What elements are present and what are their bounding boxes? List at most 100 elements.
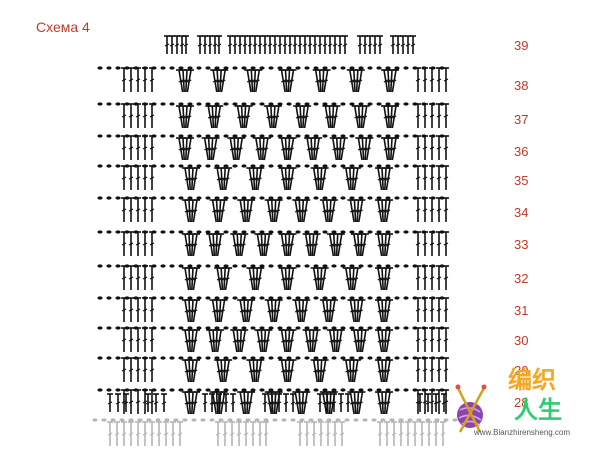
chain-stitch xyxy=(196,164,202,168)
chain-stitch xyxy=(376,326,382,330)
double-crochet-stitch xyxy=(322,35,328,54)
double-crochet-stitch xyxy=(318,421,324,446)
chain-stitch xyxy=(286,388,292,392)
double-crochet-stitch xyxy=(443,165,449,190)
double-crochet-stitch xyxy=(375,233,383,257)
double-crochet-stitch xyxy=(246,267,254,291)
double-crochet-stitch xyxy=(142,231,148,256)
double-crochet-stitch xyxy=(385,359,393,383)
double-crochet-stitch xyxy=(263,105,272,129)
double-crochet-stitch xyxy=(205,105,213,129)
chain-stitch xyxy=(268,356,274,360)
double-crochet-stitch xyxy=(135,165,141,190)
double-crochet-stitch xyxy=(358,299,366,323)
chain-stitch xyxy=(272,418,278,422)
double-crochet-stitch xyxy=(375,391,383,415)
double-crochet-stitch xyxy=(224,359,233,383)
double-crochet-stitch xyxy=(177,421,183,446)
chain-stitch xyxy=(349,296,355,300)
chain-stitch xyxy=(349,264,355,268)
double-crochet-stitch xyxy=(224,167,233,191)
chain-stitch xyxy=(340,326,346,330)
double-crochet-stitch xyxy=(311,421,317,446)
chain-stitch xyxy=(178,196,184,200)
chain-stitch xyxy=(385,164,391,168)
double-crochet-stitch xyxy=(176,105,184,129)
chain-stitch xyxy=(115,134,121,138)
chain-stitch xyxy=(178,388,184,392)
double-crochet-stitch xyxy=(182,199,190,223)
double-crochet-stitch xyxy=(292,35,298,54)
chain-stitch xyxy=(241,196,247,200)
yarn-ball-icon xyxy=(455,384,487,433)
chain-stitch xyxy=(106,388,112,392)
double-crochet-stitch xyxy=(274,105,282,129)
double-crochet-stitch xyxy=(142,103,148,128)
double-crochet-stitch xyxy=(377,421,383,446)
double-crochet-stitch xyxy=(330,199,338,223)
chain-stitch xyxy=(160,164,166,168)
chain-stitch xyxy=(376,230,382,234)
double-crochet-stitch xyxy=(415,67,421,92)
double-crochet-stitch xyxy=(121,135,127,160)
double-crochet-stitch xyxy=(135,327,141,352)
chain-stitch xyxy=(340,230,346,234)
double-crochet-stitch xyxy=(433,421,439,446)
double-crochet-stitch xyxy=(422,265,428,290)
chain-stitch xyxy=(169,326,175,330)
double-crochet-stitch xyxy=(254,233,262,257)
chain-stitch xyxy=(214,296,220,300)
chain-stitch xyxy=(250,264,256,268)
chain-stitch xyxy=(358,356,364,360)
double-crochet-stitch xyxy=(337,233,345,257)
chain-stitch xyxy=(214,326,220,330)
chain-stitch xyxy=(250,102,256,106)
chain-stitch xyxy=(119,418,125,422)
double-crochet-stitch xyxy=(289,233,297,257)
chain-stitch xyxy=(304,134,310,138)
row-number-31: 31 xyxy=(514,303,529,318)
double-crochet-stitch xyxy=(170,421,176,446)
double-crochet-stitch xyxy=(289,267,297,291)
double-crochet-stitch xyxy=(330,299,338,323)
double-crochet-stitch xyxy=(183,35,189,54)
double-crochet-stitch xyxy=(182,167,190,191)
double-crochet-stitch xyxy=(142,357,148,382)
chain-stitch xyxy=(340,66,346,70)
chain-stitch xyxy=(268,196,274,200)
chain-stitch xyxy=(277,264,283,268)
chain-stitch xyxy=(196,196,202,200)
double-crochet-stitch xyxy=(307,35,313,54)
double-crochet-stitch xyxy=(246,167,254,191)
chain-stitch xyxy=(268,134,274,138)
double-crochet-stitch xyxy=(182,267,190,291)
scheme-title: Схема 4 xyxy=(36,19,90,35)
chain-stitch xyxy=(106,230,112,234)
chain-stitch xyxy=(259,264,265,268)
double-crochet-stitch xyxy=(149,67,155,92)
chain-stitch xyxy=(241,164,247,168)
double-crochet-stitch xyxy=(153,393,159,412)
chain-stitch xyxy=(385,388,391,392)
double-crochet-stitch xyxy=(230,329,238,353)
double-crochet-stitch xyxy=(310,167,319,191)
chain-stitch xyxy=(394,230,400,234)
chain-stitch xyxy=(403,388,409,392)
double-crochet-stitch xyxy=(220,199,228,223)
chain-stitch xyxy=(187,134,193,138)
chain-stitch xyxy=(313,326,319,330)
double-crochet-stitch xyxy=(176,137,184,161)
double-crochet-stitch xyxy=(135,357,141,382)
double-crochet-stitch xyxy=(142,67,148,92)
double-crochet-stitch xyxy=(289,359,297,383)
chain-stitch xyxy=(205,356,211,360)
double-crochet-stitch xyxy=(381,137,389,161)
chain-stitch xyxy=(259,196,265,200)
chain-stitch xyxy=(277,296,283,300)
chain-stitch xyxy=(169,230,175,234)
chain-stitch xyxy=(340,102,346,106)
double-crochet-stitch xyxy=(436,103,442,128)
chain-stitch xyxy=(214,164,220,168)
chain-stitch xyxy=(385,196,391,200)
double-crochet-stitch xyxy=(128,297,134,322)
